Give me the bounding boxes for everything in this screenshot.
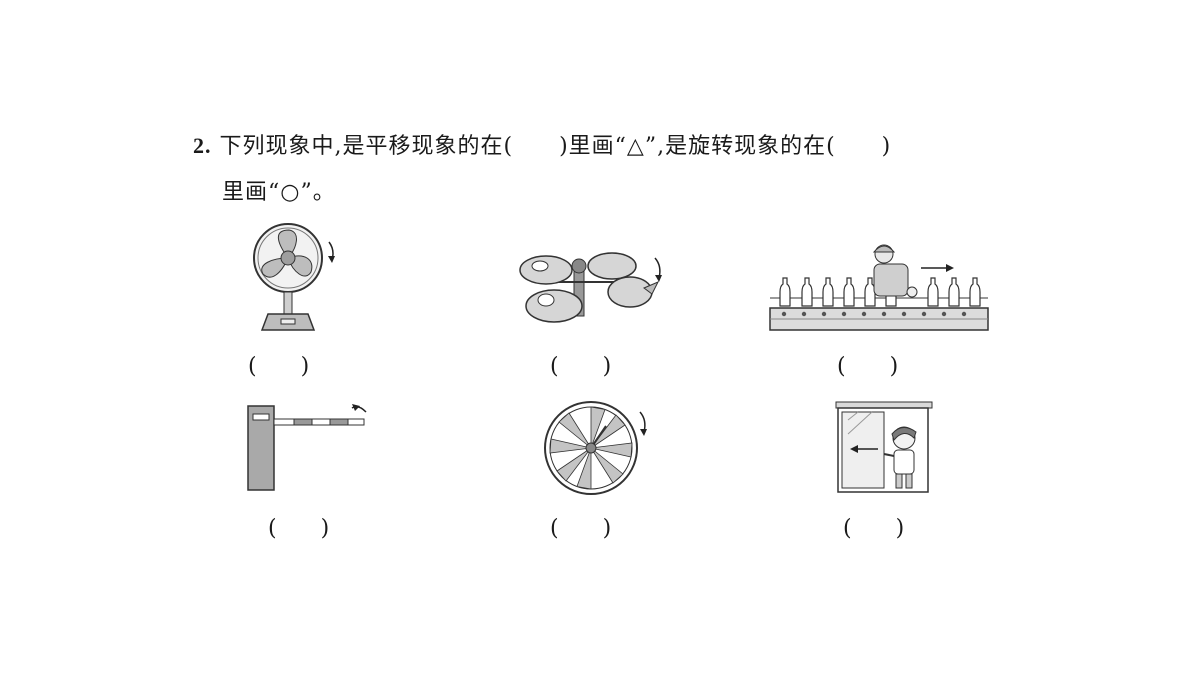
conveyor-belt-bottles-icon: [769, 244, 989, 331]
rotating-ride-icon: [519, 252, 662, 323]
parking-barrier-gate-icon: [247, 404, 367, 491]
question-line-1: 2. 下列现象中,是平移现象的在( )里画“△”,是旋转现象的在( ): [193, 128, 891, 160]
answer-blank-6[interactable]: ( ): [843, 516, 905, 541]
answer-blank-5[interactable]: ( ): [550, 516, 612, 541]
answer-blank-1[interactable]: ( ): [248, 354, 310, 379]
spinning-wheel-icon: [544, 401, 647, 495]
sliding-door-icon: [835, 401, 933, 493]
question-number: 2.: [193, 133, 212, 158]
question-text-1: 下列现象中,是平移现象的在( )里画“△”,是旋转现象的在( ): [219, 134, 892, 159]
answer-blank-3[interactable]: ( ): [837, 354, 899, 379]
question-line-2: 里画“○”。: [222, 174, 336, 206]
answer-blank-2[interactable]: ( ): [550, 354, 612, 379]
question-text-2: 里画“○”。: [222, 180, 336, 205]
electric-fan-icon: [253, 223, 335, 331]
answer-blank-4[interactable]: ( ): [268, 516, 330, 541]
